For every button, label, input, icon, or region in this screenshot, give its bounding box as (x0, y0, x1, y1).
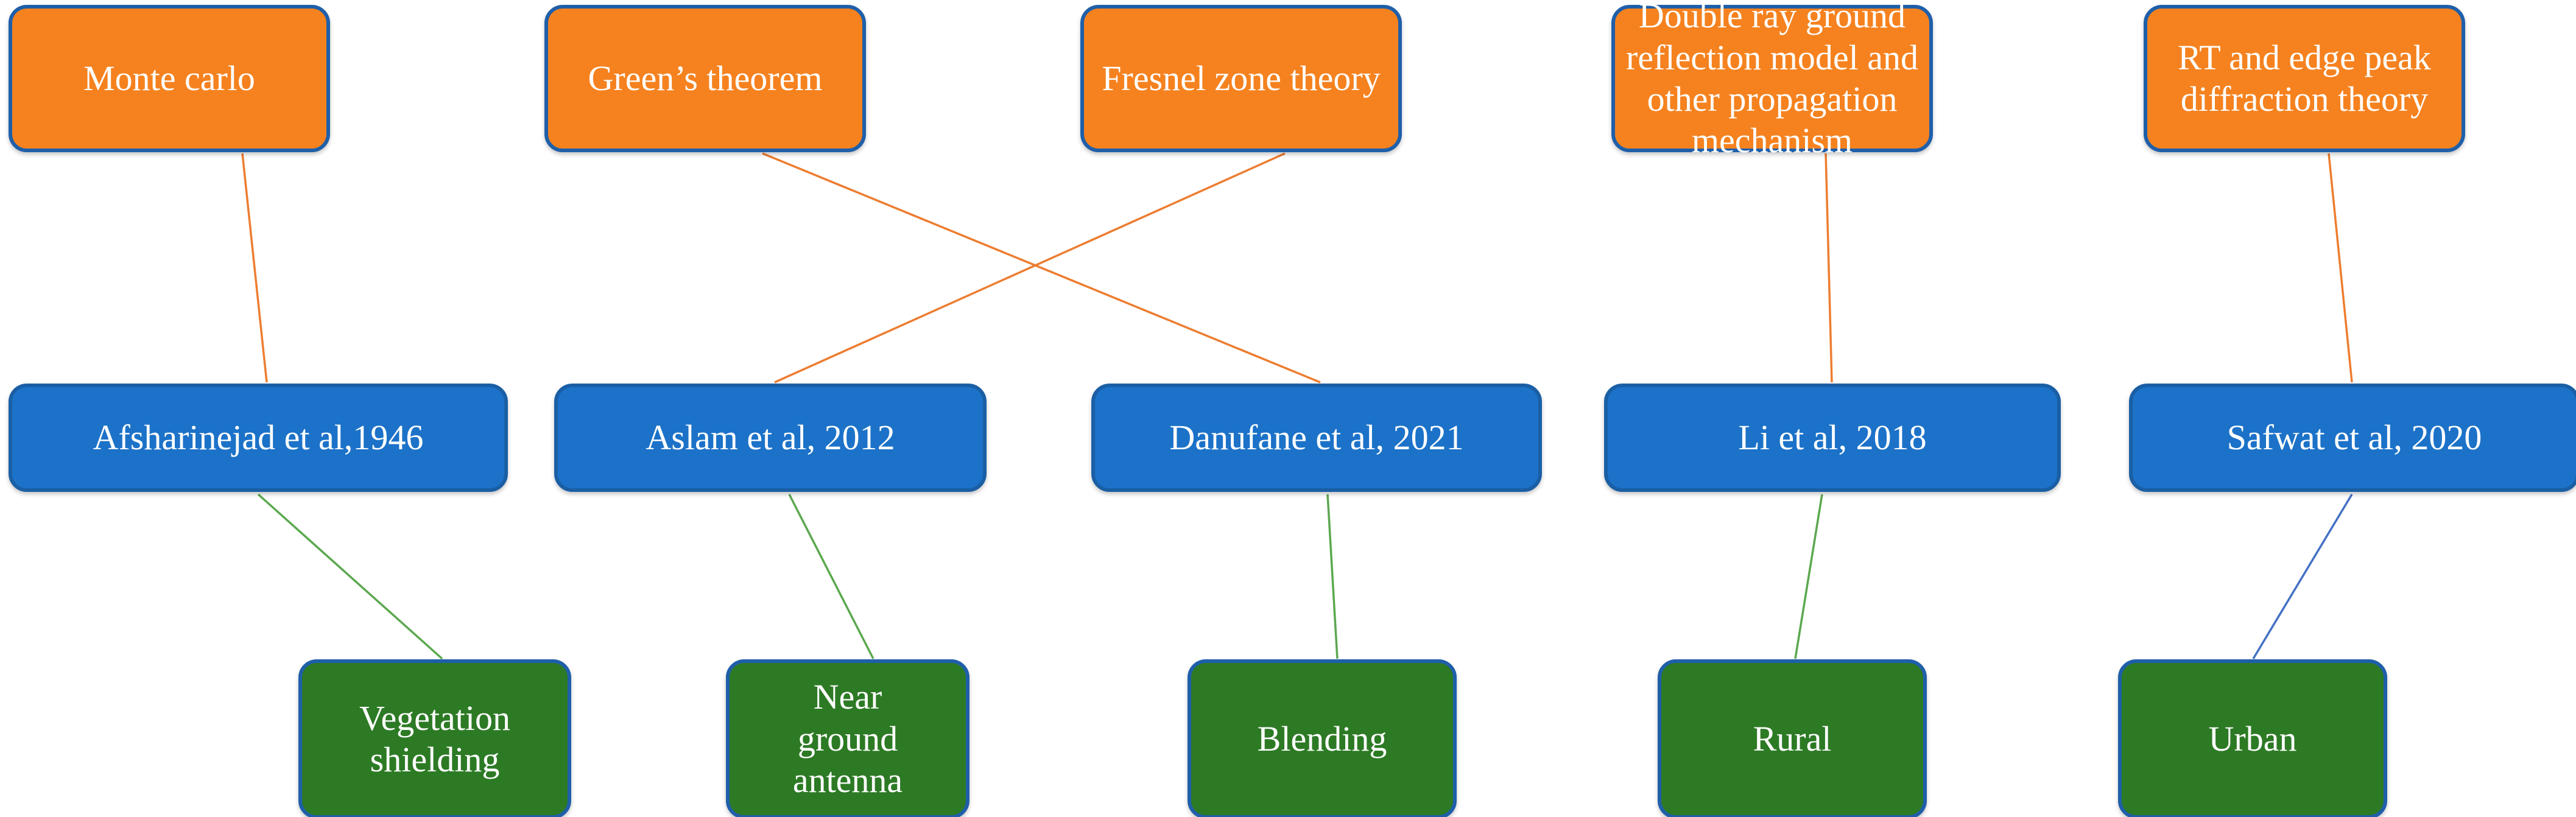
connector-line (762, 152, 1321, 384)
connector-line (1825, 153, 1833, 383)
connector-line (241, 153, 268, 383)
theory-node-double-ray-ground-reflection-model-and-other-pro[interactable]: Double ray ground reflection model and o… (1611, 0, 1933, 160)
node-label: Urban (2208, 718, 2297, 759)
study-node-li-et-al-2018[interactable]: Li et al, 2018 (1604, 384, 2061, 492)
node-label: RT and edge peak diffraction theory (2178, 37, 2431, 119)
node-label: Rural (1753, 718, 1832, 759)
theory-node-rt-and-edge-peak-diffraction-theory[interactable]: RT and edge peak diffraction theory (2144, 5, 2465, 152)
node-label: Vegetation shielding (359, 698, 511, 779)
application-node-near-ground-antenna[interactable]: Near ground antenna (726, 659, 970, 817)
application-node-rural[interactable]: Rural (1658, 659, 1927, 817)
connector-line (774, 152, 1286, 384)
node-label: Danufane et al, 2021 (1169, 417, 1464, 457)
study-node-afsharinejad-et-al-1946[interactable]: Afsharinejad et al,1946 (9, 384, 508, 492)
node-label: Double ray ground reflection model and o… (1626, 0, 1918, 161)
theory-node-monte-carlo[interactable]: Monte carlo (9, 5, 330, 152)
node-label: Near ground antenna (792, 677, 903, 801)
theory-node-green-s-theorem[interactable]: Green’s theorem (544, 5, 866, 152)
theory-node-fresnel-zone-theory[interactable]: Fresnel zone theory (1080, 5, 1402, 152)
connector-line (1326, 494, 1339, 659)
node-label: Monte carlo (83, 58, 255, 98)
node-label: Safwat et al, 2020 (2226, 417, 2482, 457)
study-node-safwat-et-al-2020[interactable]: Safwat et al, 2020 (2129, 384, 2576, 492)
application-node-vegetation-shielding[interactable]: Vegetation shielding (298, 659, 571, 817)
connector-line (788, 494, 875, 659)
connector-line (2328, 153, 2353, 383)
node-label: Afsharinejad et al,1946 (93, 417, 424, 457)
node-label: Li et al, 2018 (1738, 417, 1927, 457)
node-label: Fresnel zone theory (1102, 58, 1381, 98)
node-label: Blending (1257, 718, 1387, 759)
connector-line (2252, 494, 2353, 659)
study-node-aslam-et-al-2012[interactable]: Aslam et al, 2012 (554, 384, 987, 492)
application-node-urban[interactable]: Urban (2118, 659, 2387, 817)
study-node-danufane-et-al-2021[interactable]: Danufane et al, 2021 (1091, 384, 1542, 492)
application-node-blending[interactable]: Blending (1188, 659, 1457, 817)
connector-line (257, 493, 443, 660)
connector-line (1794, 494, 1823, 659)
node-label: Green’s theorem (588, 58, 823, 98)
node-label: Aslam et al, 2012 (646, 417, 895, 457)
